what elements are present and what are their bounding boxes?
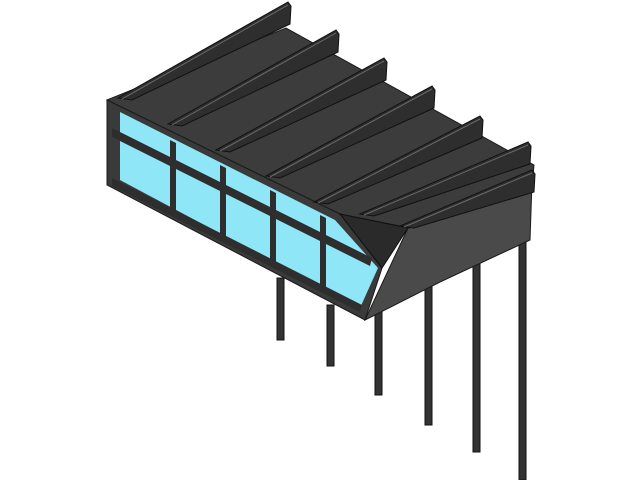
roof-rib [398,169,536,229]
window-mullions [112,128,372,312]
column [518,239,527,480]
roof-rib [166,29,340,127]
rib-highlight [269,88,433,178]
canopy-side-face [363,181,533,322]
column [276,277,285,341]
horizontal-mullion [112,128,372,266]
rib-highlight [121,4,289,100]
vertical-mullion [220,165,226,243]
rib-highlight [403,172,533,228]
rib-highlight [363,144,529,216]
roof-ribs [116,1,536,229]
roof-rib [264,85,436,179]
roof-rib [214,57,388,153]
glazing-panel [120,112,378,308]
column [326,304,335,367]
roof-rib [312,115,484,205]
column [472,259,481,453]
vertical-mullion [270,190,276,268]
roof-rib [116,1,292,101]
canopy-corner-cut [338,213,409,269]
column [374,311,383,396]
vertical-mullion [320,215,326,293]
column [424,284,433,426]
vertical-mullion [170,140,176,218]
roof-rib [358,141,532,217]
rib-highlight [317,118,481,204]
rib-highlight [171,32,337,126]
rib-highlight [219,60,385,152]
